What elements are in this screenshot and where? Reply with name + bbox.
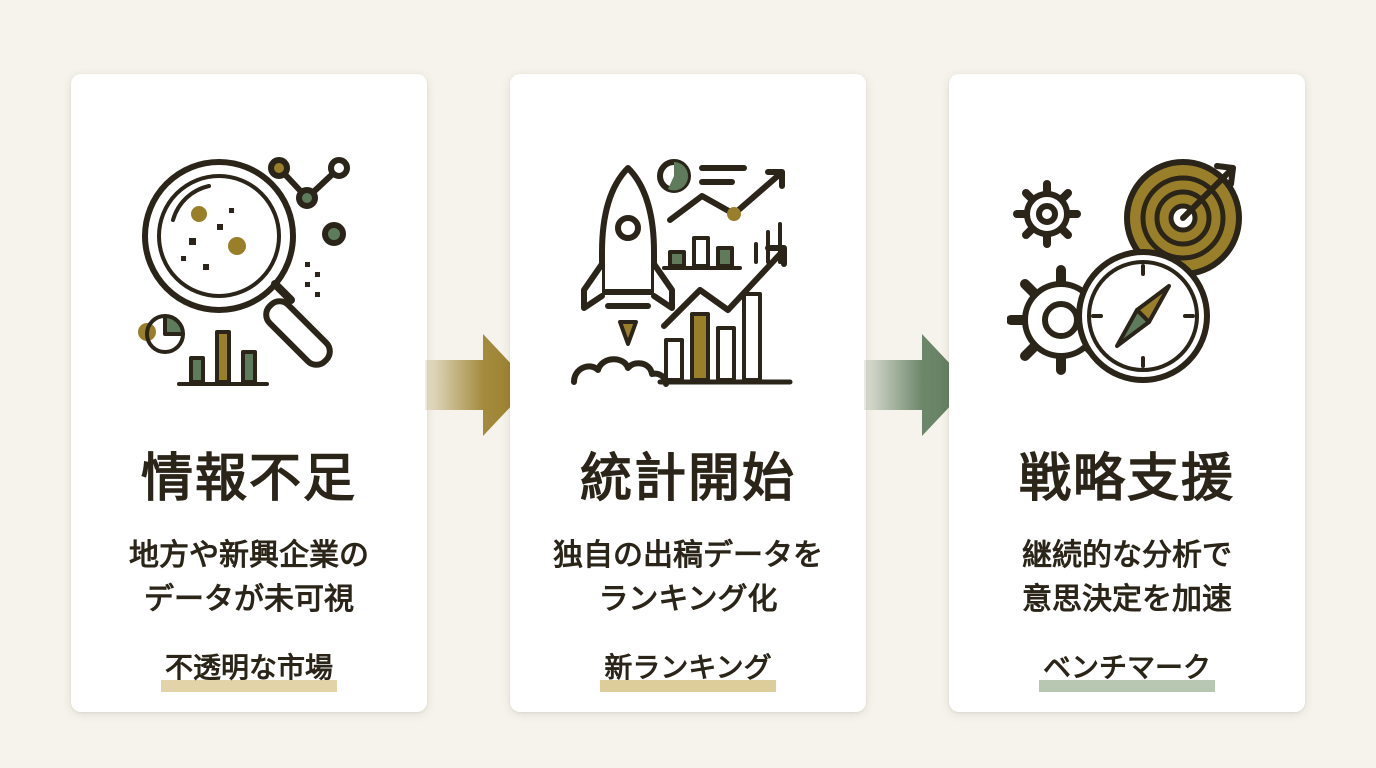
step-description-line: 地方や新興企業の bbox=[129, 538, 369, 573]
rocket-growth-chart-icon bbox=[568, 156, 808, 396]
step-tag-label: 新ランキング bbox=[600, 646, 776, 692]
step-description: 継続的な分析で 意思決定を加速 bbox=[949, 534, 1305, 622]
step-card-statistics-start: 統計開始 独自の出稿データを ランキング化 新ランキング bbox=[510, 74, 866, 712]
magnifier-analytics-icon bbox=[129, 156, 369, 396]
step-description-line: 独自の出稿データを bbox=[553, 538, 823, 573]
step-tag: 新ランキング bbox=[510, 646, 866, 692]
step-tag: ベンチマーク bbox=[949, 646, 1305, 692]
step-description: 地方や新興企業の データが未可視 bbox=[71, 534, 427, 622]
step-description-line: 継続的な分析で bbox=[1022, 538, 1232, 573]
step-description-line: ランキング化 bbox=[598, 582, 778, 617]
step-tag: 不透明な市場 bbox=[71, 646, 427, 692]
arrow-right-icon bbox=[425, 330, 535, 440]
step-description-line: 意思決定を加速 bbox=[1022, 582, 1232, 617]
step-card-information-shortage: 情報不足 地方や新興企業の データが未可視 不透明な市場 bbox=[71, 74, 427, 712]
target-compass-gear-icon bbox=[1007, 156, 1247, 396]
step-description: 独自の出稿データを ランキング化 bbox=[510, 534, 866, 622]
arrow-right-icon bbox=[864, 330, 974, 440]
step-title: 戦略支援 bbox=[1018, 448, 1235, 509]
step-card-strategy-support: 戦略支援 継続的な分析で 意思決定を加速 ベンチマーク bbox=[949, 74, 1305, 712]
step-title: 統計開始 bbox=[579, 448, 796, 509]
step-description-line: データが未可視 bbox=[144, 582, 354, 617]
step-title: 情報不足 bbox=[140, 448, 357, 509]
step-tag-label: ベンチマーク bbox=[1038, 646, 1215, 692]
step-tag-label: 不透明な市場 bbox=[160, 646, 337, 692]
